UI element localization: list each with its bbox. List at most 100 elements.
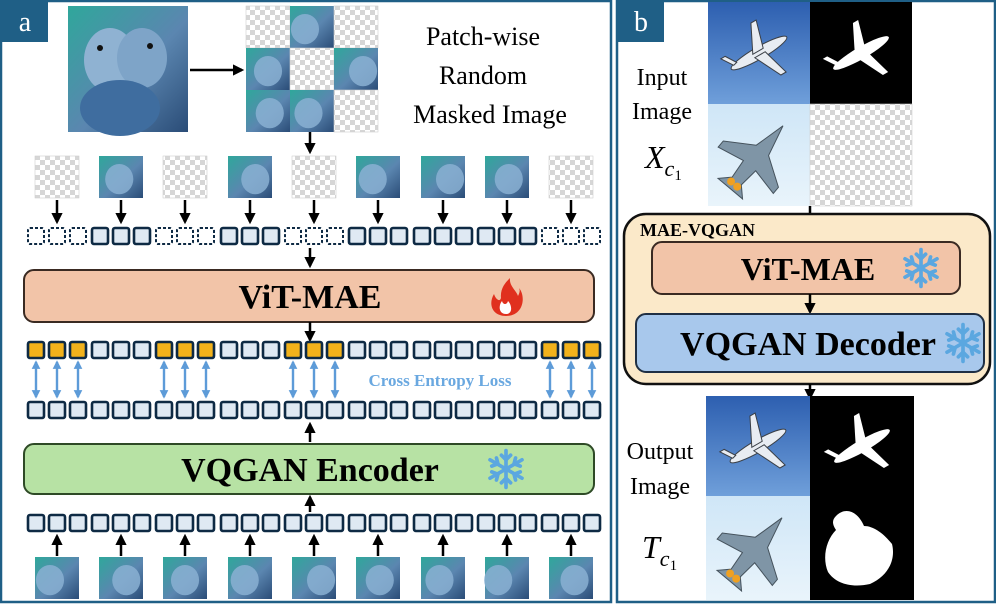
vqgan-encoder-label: VQGAN Encoder bbox=[181, 452, 439, 489]
token-in-1-1 bbox=[111, 226, 131, 246]
masked-patch-top-4 bbox=[291, 155, 337, 199]
token-in-4-1 bbox=[305, 227, 323, 245]
token-enc-4-2 bbox=[325, 513, 345, 533]
token-tgt-6-0 bbox=[412, 400, 432, 420]
token-pred-8-1 bbox=[561, 340, 581, 360]
airplane-shape bbox=[719, 19, 788, 76]
token-tgt-1-1 bbox=[111, 400, 131, 420]
token-tgt-2-0 bbox=[154, 400, 174, 420]
token-tgt-5-0 bbox=[347, 400, 367, 420]
token-tgt-2-2 bbox=[196, 400, 216, 420]
x-symbol-main: X bbox=[643, 139, 666, 175]
mae-vqgan-label: MAE-VQGAN bbox=[640, 220, 755, 240]
loss-arrows bbox=[31, 360, 597, 399]
token-tgt-4-2 bbox=[325, 400, 345, 420]
token-pred-7-0 bbox=[476, 340, 496, 360]
t-symbol-sub: c bbox=[660, 546, 670, 571]
token-tgt-2-1 bbox=[175, 400, 195, 420]
token-enc-3-2 bbox=[261, 513, 281, 533]
token-enc-0-0 bbox=[26, 513, 46, 533]
x-symbol-subsub: 1 bbox=[674, 168, 682, 184]
token-pred-8-2 bbox=[582, 340, 602, 360]
image-patch-top-5 bbox=[356, 156, 400, 198]
image-patch-bot-7 bbox=[484, 557, 529, 599]
token-tgt-6-1 bbox=[433, 400, 453, 420]
t-symbol-main: T bbox=[642, 529, 662, 565]
image-patch-bot-0 bbox=[35, 557, 79, 599]
image-patch-bot-6 bbox=[421, 557, 465, 599]
token-tgt-0-1 bbox=[47, 400, 67, 420]
token-row-input bbox=[27, 226, 601, 246]
masked-patch-top-0 bbox=[34, 155, 80, 199]
vit-mae-block-b bbox=[651, 241, 961, 295]
token-row-encoder-input bbox=[26, 513, 602, 533]
token-tgt-8-1 bbox=[561, 400, 581, 420]
token-in-2-1 bbox=[176, 227, 194, 245]
token-pred-2-2 bbox=[196, 340, 216, 360]
vit-mae-label: ViT-MAE bbox=[239, 279, 382, 316]
token-pred-0-0 bbox=[26, 340, 46, 360]
masked-patch-grid-2 bbox=[333, 5, 379, 49]
token-pred-5-1 bbox=[368, 340, 388, 360]
token-pred-0-2 bbox=[68, 340, 88, 360]
token-enc-2-0 bbox=[154, 513, 174, 533]
token-enc-0-2 bbox=[68, 513, 88, 533]
token-in-4-0 bbox=[284, 227, 302, 245]
token-enc-5-2 bbox=[389, 513, 409, 533]
panel-b-tag-bg bbox=[618, 2, 664, 42]
output-airplane-mask-shape bbox=[823, 413, 890, 468]
input-label-line-2: Image bbox=[632, 99, 692, 125]
fire-icon bbox=[491, 278, 523, 316]
token-in-5-0 bbox=[347, 226, 367, 246]
token-in-7-0 bbox=[476, 226, 496, 246]
token-tgt-3-1 bbox=[240, 400, 260, 420]
token-enc-5-0 bbox=[347, 513, 367, 533]
token-in-3-2 bbox=[261, 226, 281, 246]
patch-row-bottom bbox=[35, 533, 593, 599]
token-enc-1-0 bbox=[90, 513, 110, 533]
token-pred-7-1 bbox=[497, 340, 517, 360]
panel-a-border bbox=[0, 0, 613, 604]
token-in-1-0 bbox=[90, 226, 110, 246]
airplane-mask-shape bbox=[822, 20, 889, 75]
token-in-8-2 bbox=[583, 227, 601, 245]
token-tgt-3-0 bbox=[219, 400, 239, 420]
x-symbol: Xc1 bbox=[643, 139, 682, 184]
masked-caption-line-1: Patch-wise bbox=[426, 22, 540, 51]
token-in-7-1 bbox=[497, 226, 517, 246]
token-in-3-0 bbox=[219, 226, 239, 246]
masked-patch-grid-4 bbox=[289, 47, 335, 91]
token-enc-4-1 bbox=[304, 513, 324, 533]
token-in-5-2 bbox=[389, 226, 409, 246]
token-pred-5-0 bbox=[347, 340, 367, 360]
token-pred-2-1 bbox=[175, 340, 195, 360]
token-in-1-2 bbox=[132, 226, 152, 246]
token-pred-3-2 bbox=[261, 340, 281, 360]
image-patch-top-7 bbox=[485, 156, 529, 198]
input-label-line-1: Input bbox=[637, 65, 688, 91]
token-enc-2-2 bbox=[196, 513, 216, 533]
token-enc-0-1 bbox=[47, 513, 67, 533]
token-in-6-1 bbox=[433, 226, 453, 246]
token-tgt-1-2 bbox=[132, 400, 152, 420]
predicted-mask-shape bbox=[825, 511, 894, 586]
output-label-line-2: Image bbox=[630, 474, 690, 500]
token-tgt-0-0 bbox=[26, 400, 46, 420]
image-patch-grid-7 bbox=[290, 90, 334, 132]
image-patch-bot-8 bbox=[549, 557, 593, 599]
image-patch-bot-4 bbox=[292, 557, 336, 599]
patch-row-top bbox=[34, 155, 594, 225]
token-tgt-8-0 bbox=[540, 400, 560, 420]
token-enc-3-1 bbox=[240, 513, 260, 533]
token-pred-4-0 bbox=[283, 340, 303, 360]
token-enc-7-0 bbox=[476, 513, 496, 533]
token-in-5-1 bbox=[368, 226, 388, 246]
token-pred-6-1 bbox=[433, 340, 453, 360]
token-in-0-2 bbox=[69, 227, 87, 245]
masked-patch-grid-0 bbox=[245, 5, 291, 49]
token-in-8-1 bbox=[562, 227, 580, 245]
token-enc-6-2 bbox=[454, 513, 474, 533]
token-tgt-7-0 bbox=[476, 400, 496, 420]
token-in-3-1 bbox=[240, 226, 260, 246]
token-tgt-7-1 bbox=[497, 400, 517, 420]
